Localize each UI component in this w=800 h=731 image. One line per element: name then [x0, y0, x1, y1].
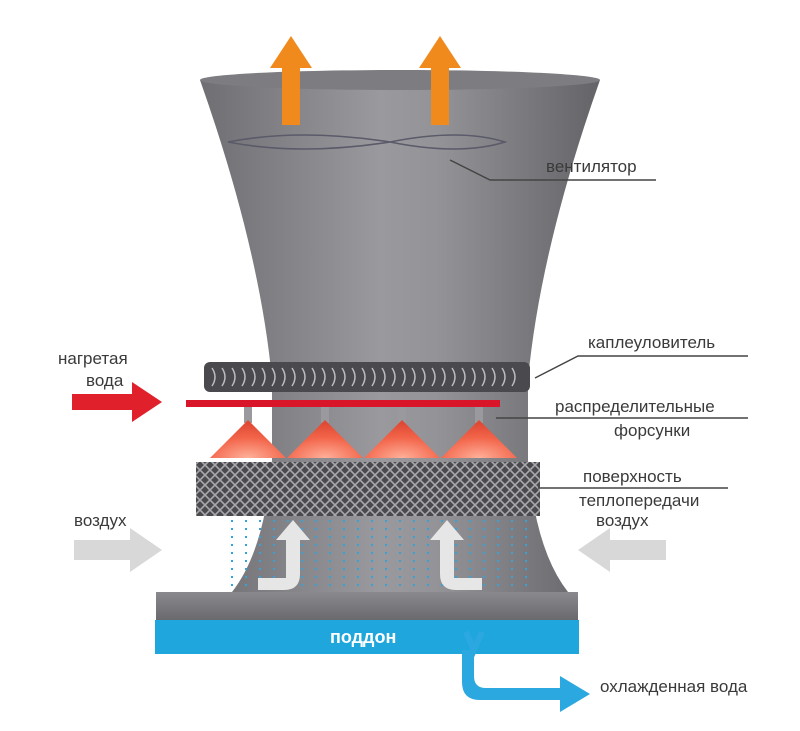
- label-nozzles-line1: распределительные: [555, 397, 715, 416]
- fill-media: [196, 462, 540, 516]
- fan-icon: [227, 134, 508, 150]
- label-fan: вентилятор: [546, 157, 637, 176]
- label-drift-eliminator: каплеуловитель: [588, 333, 715, 352]
- distribution-pipe: [186, 400, 500, 407]
- label-hot-water-line1: нагретая: [58, 349, 128, 368]
- air-arrow-left: [74, 528, 162, 572]
- hot-water-arrow: [72, 382, 162, 422]
- air-arrow-right: [578, 528, 666, 572]
- cold-water-arrow: [462, 630, 590, 712]
- inner-air-arrow-left: [258, 520, 310, 590]
- exhaust-arrow-right: [419, 36, 461, 125]
- leader-drift-eliminator: [534, 355, 748, 379]
- exhaust-arrow-left: [270, 36, 312, 125]
- leader-fan: [449, 159, 656, 181]
- inner-air-arrow-right: [430, 520, 482, 590]
- label-fill-line2: теплопередачи: [579, 491, 699, 510]
- nozzle-icon: [364, 407, 440, 458]
- tower-base: [156, 592, 578, 620]
- nozzle-icon: [441, 407, 517, 458]
- tower-top-rim: [200, 70, 600, 90]
- label-cold-water: охлажденная вода: [600, 677, 748, 696]
- label-nozzles-line2: форсунки: [614, 421, 690, 440]
- label-hot-water-line2: вода: [86, 371, 124, 390]
- basin-label: поддон: [330, 627, 396, 647]
- nozzle-icon: [287, 407, 363, 458]
- label-fill-line1: поверхность: [583, 467, 682, 486]
- nozzle-icon: [210, 407, 286, 458]
- label-air-right: воздух: [596, 511, 649, 530]
- label-air-left: воздух: [74, 511, 127, 530]
- basin: [155, 620, 579, 654]
- drift-eliminator: [204, 362, 530, 392]
